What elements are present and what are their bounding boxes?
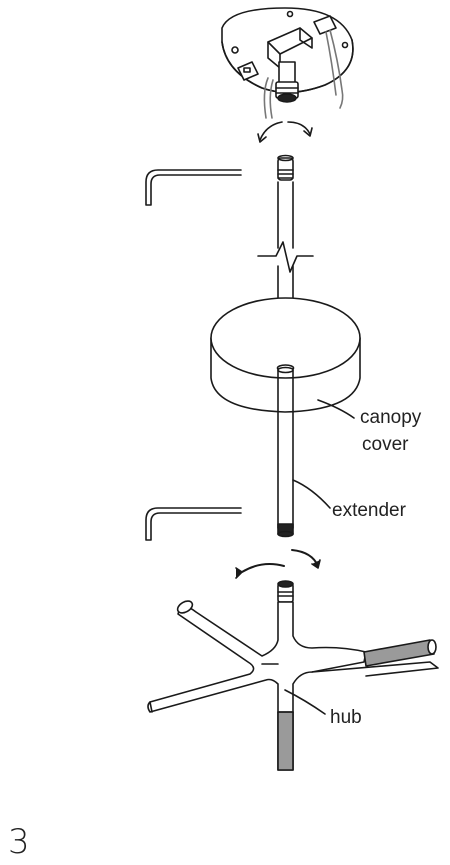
stem-rod xyxy=(257,154,314,301)
step-number: 3 xyxy=(8,822,30,862)
canopy-cover-label: cover xyxy=(362,434,409,455)
canopy-cover-label: canopy xyxy=(360,407,422,428)
leader-line xyxy=(317,399,355,419)
hub-label: hub xyxy=(330,707,362,728)
rotate-arrow-icon xyxy=(235,549,321,579)
leader-line xyxy=(284,689,326,715)
extender-rod xyxy=(277,366,294,538)
extender-label: extender xyxy=(332,500,407,521)
hex-key-icon xyxy=(145,507,242,541)
hub xyxy=(147,580,439,771)
hex-key-icon xyxy=(145,169,242,206)
canopy-cover xyxy=(210,297,361,413)
leader-line xyxy=(292,479,331,509)
ceiling-plate xyxy=(221,7,354,119)
rotate-arrow-icon xyxy=(257,121,313,143)
